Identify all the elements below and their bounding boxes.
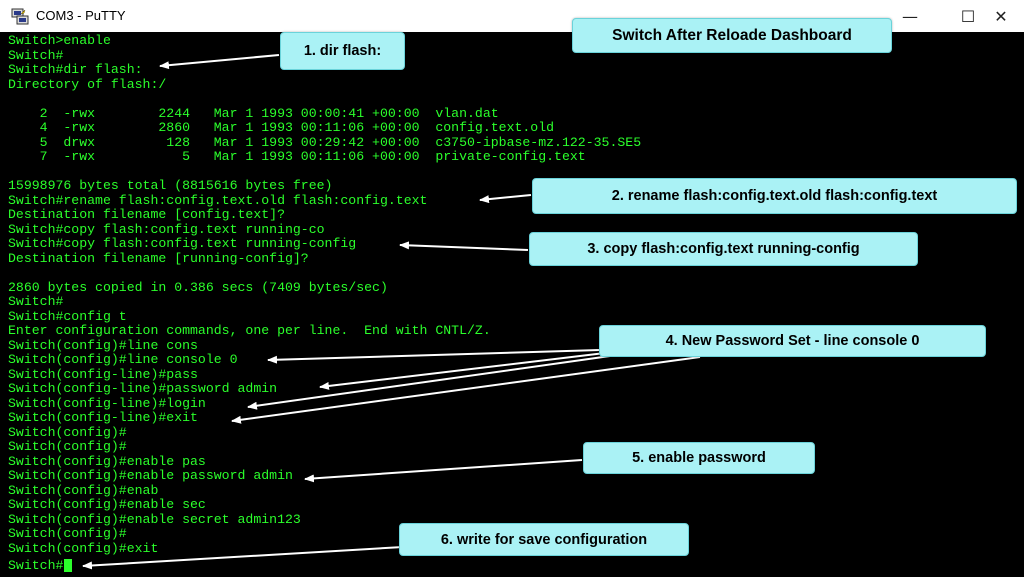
terminal-line: 15998976 bytes total (8815616 bytes free… — [8, 178, 333, 193]
terminal-line: 2 -rwx 2244 Mar 1 1993 00:00:41 +00:00 v… — [8, 106, 499, 121]
window-titlebar: COM3 - PuTTY — ☐ ✕ — [0, 0, 1024, 32]
minimize-icon: — — [902, 6, 918, 26]
terminal-line: 2860 bytes copied in 0.386 secs (7409 by… — [8, 280, 388, 295]
callout-step3: 3. copy flash:config.text running-config — [529, 232, 918, 266]
terminal-line: 4 -rwx 2860 Mar 1 1993 00:11:06 +00:00 c… — [8, 120, 555, 135]
terminal-line: Switch(config)#line console 0 — [8, 352, 238, 367]
terminal-line: Switch# — [8, 48, 64, 63]
terminal-line: Switch(config)#enable pas — [8, 454, 206, 469]
terminal-line: Switch(config)# — [8, 526, 127, 541]
terminal-line: Destination filename [running-config]? — [8, 251, 309, 266]
terminal-line: 7 -rwx 5 Mar 1 1993 00:11:06 +00:00 priv… — [8, 149, 586, 164]
terminal-line: Destination filename [config.text]? — [8, 207, 285, 222]
close-icon: ✕ — [994, 6, 1008, 26]
terminal-line: Switch#rename flash:config.text.old flas… — [8, 193, 428, 208]
callout-step2: 2. rename flash:config.text.old flash:co… — [532, 178, 1017, 214]
terminal-line: Switch(config)# — [8, 439, 127, 454]
terminal-line: Enter configuration commands, one per li… — [8, 323, 491, 338]
close-button[interactable]: ✕ — [978, 0, 1024, 32]
terminal-line: 5 drwx 128 Mar 1 1993 00:29:42 +00:00 c3… — [8, 135, 642, 150]
callout-step6: 6. write for save configuration — [399, 523, 689, 556]
terminal-line: Switch(config)#enable sec — [8, 497, 206, 512]
terminal-area[interactable]: Switch>enable Switch# Switch#dir flash: … — [0, 32, 1024, 577]
step2-label: 2. rename flash:config.text.old flash:co… — [611, 188, 938, 204]
terminal-line: Switch(config-line)#pass — [8, 367, 198, 382]
terminal-line: Switch(config-line)#login — [8, 396, 206, 411]
step1-label: 1. dir flash: — [303, 43, 382, 59]
terminal-line: Switch(config-line)#exit — [8, 410, 198, 425]
terminal-line: Switch#copy flash:config.text running-co… — [8, 236, 357, 251]
callout-step4: 4. New Password Set - line console 0 — [599, 325, 986, 357]
terminal-line: Switch(config)# — [8, 425, 127, 440]
terminal-line: Switch>enable — [8, 33, 111, 48]
putty-app-icon[interactable] — [11, 7, 29, 25]
terminal-line: Switch(config-line)#password admin — [8, 381, 278, 396]
terminal-line: Switch(config)#enable password admin — [8, 468, 293, 483]
step3-label: 3. copy flash:config.text running-config — [587, 241, 860, 257]
terminal-line: Switch# — [8, 294, 64, 309]
maximize-icon: ☐ — [960, 6, 976, 26]
step4-label: 4. New Password Set - line console 0 — [665, 333, 920, 349]
terminal-line: Switch(config)#line cons — [8, 338, 198, 353]
terminal-line: Switch#config t — [8, 309, 127, 324]
minimize-button[interactable]: — — [887, 0, 933, 32]
terminal-line: Switch(config)#exit — [8, 541, 159, 556]
callout-step1: 1. dir flash: — [280, 32, 405, 70]
terminal-line: Directory of flash:/ — [8, 77, 167, 92]
step6-label: 6. write for save configuration — [440, 531, 648, 548]
terminal-line: Switch(config)#enable secret admin123 — [8, 512, 301, 527]
terminal-cursor — [64, 559, 73, 573]
maximize-button[interactable]: ☐ — [945, 0, 991, 32]
terminal-line: Switch#copy flash:config.text running-co — [8, 222, 325, 237]
step5-label: 5. enable password — [632, 450, 766, 466]
callout-step5: 5. enable password — [583, 442, 815, 474]
dashboard-title: Switch After Reloade Dashboard — [612, 26, 852, 44]
terminal-line: Switch#dir flash: — [8, 62, 143, 77]
terminal-line: Switch(config)#enab — [8, 483, 159, 498]
dashboard-title-callout: Switch After Reloade Dashboard — [572, 18, 892, 53]
window-title: COM3 - PuTTY — [36, 8, 126, 23]
terminal-prompt: Switch# — [8, 558, 64, 573]
terminal-prompt-line[interactable]: Switch# — [8, 558, 73, 573]
